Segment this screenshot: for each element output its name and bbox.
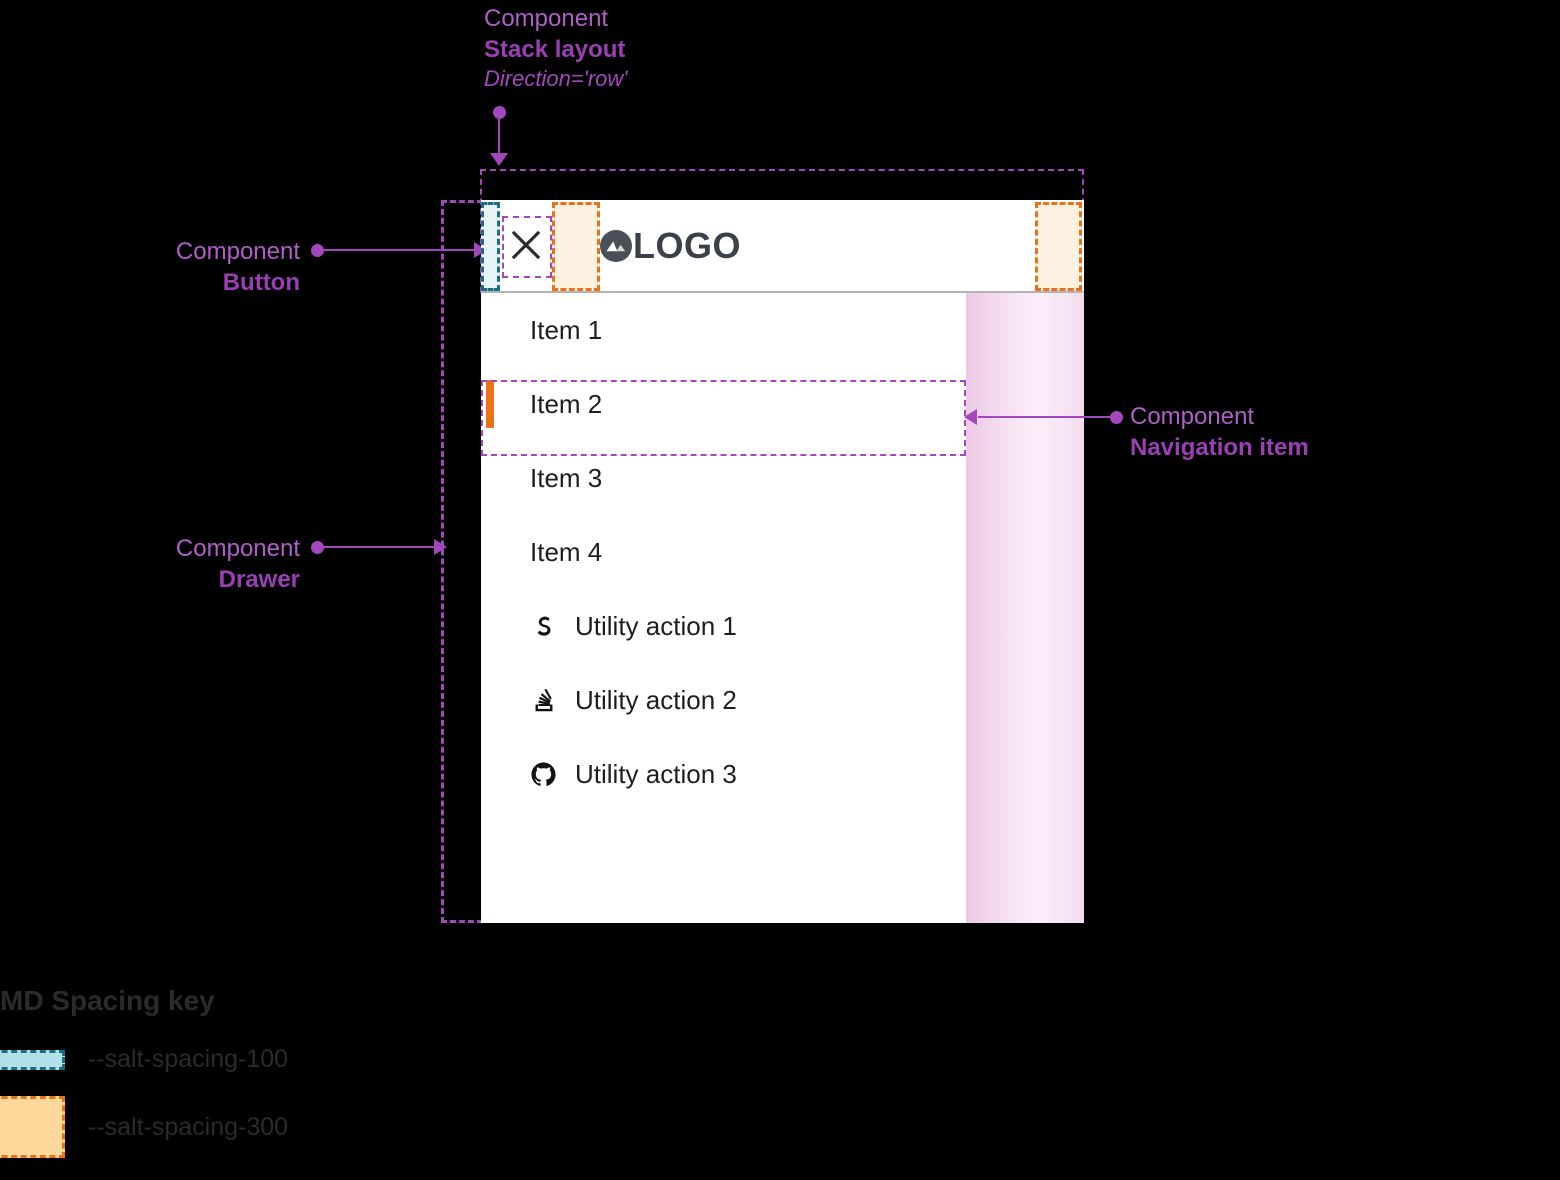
annotation-kind-label: Component <box>1130 403 1255 430</box>
utility-action-label: Utility action 1 <box>575 611 737 641</box>
annotation-name-label: Drawer <box>218 565 300 593</box>
annotation-stack-layout: Component Stack layout Direction='row' <box>484 4 628 94</box>
leader-line-drawer <box>317 546 439 548</box>
legend-swatch-wrap <box>0 1049 85 1070</box>
legend-row-spacing-300: --salt-spacing-300 <box>0 1096 520 1158</box>
leader-line-navigation-item <box>978 416 1112 418</box>
close-icon <box>511 230 541 260</box>
annotation-drawer: Component Drawer <box>0 534 300 595</box>
legend-swatch-wrap <box>0 1096 85 1158</box>
navigation-list: Item 1 Item 2 Item 3 Item 4 Utility acti… <box>481 293 1084 811</box>
leader-arrow-drawer <box>434 539 447 555</box>
utility-action-label: Utility action 3 <box>575 759 737 789</box>
annotation-name-label: Button <box>222 268 300 296</box>
leader-dot-navigation-item <box>1110 411 1123 424</box>
spacing-key-legend: MD Spacing key --salt-spacing-100 --salt… <box>0 985 520 1180</box>
logo: LOGO <box>600 200 741 291</box>
stack-overflow-icon <box>530 687 557 714</box>
annotation-navigation-item: Component Navigation item <box>1130 402 1309 463</box>
annotation-prop-label: Direction='row' <box>484 66 628 92</box>
nav-item-item-1[interactable]: Item 1 <box>481 293 1084 367</box>
legend-token-label: --salt-spacing-100 <box>88 1045 289 1073</box>
active-indicator <box>486 380 494 428</box>
logo-text: LOGO <box>633 224 741 266</box>
utility-action-2[interactable]: Utility action 2 <box>481 663 1084 737</box>
utility-action-label: Utility action 2 <box>575 685 737 715</box>
leader-arrow-navigation-item <box>964 409 977 425</box>
annotation-button: Component Button <box>0 237 300 298</box>
nav-item-label: Item 1 <box>530 315 603 345</box>
legend-swatch-spacing-100 <box>0 1049 65 1070</box>
nav-item-label: Item 3 <box>530 463 603 493</box>
utility-action-3[interactable]: Utility action 3 <box>481 737 1084 811</box>
spacing-100-band-left <box>481 202 500 291</box>
annotation-kind-label: Component <box>175 535 300 562</box>
leader-line-button <box>317 249 479 251</box>
mountain-logo-icon <box>600 229 632 262</box>
spacing-300-band-right <box>1035 202 1082 291</box>
annotation-name-label: Navigation item <box>1130 433 1309 461</box>
leader-line-stack-layout <box>498 112 500 154</box>
nav-item-item-2[interactable]: Item 2 <box>481 367 1084 441</box>
legend-token-label: --salt-spacing-300 <box>88 1112 289 1141</box>
salt-s-icon <box>530 613 557 640</box>
nav-item-label: Item 4 <box>530 537 603 567</box>
legend-title: MD Spacing key <box>0 985 215 1016</box>
close-button[interactable] <box>501 219 551 271</box>
leader-arrow-stack-layout <box>490 153 508 166</box>
annotation-kind-label: Component <box>175 238 300 265</box>
annotation-kind-label: Component <box>484 5 609 32</box>
spacing-300-band-after-button <box>552 202 600 291</box>
nav-item-label: Item 2 <box>530 389 603 419</box>
nav-item-item-3[interactable]: Item 3 <box>481 441 1084 515</box>
nav-item-item-4[interactable]: Item 4 <box>481 515 1084 589</box>
github-icon <box>530 761 557 788</box>
utility-action-1[interactable]: Utility action 1 <box>481 589 1084 663</box>
annotation-name-label: Stack layout <box>484 35 626 63</box>
legend-swatch-spacing-300 <box>0 1096 65 1158</box>
drawer: LOGO Item 1 Item 2 Item 3 Item 4 Utility… <box>481 200 1084 923</box>
legend-row-spacing-100: --salt-spacing-100 <box>0 1045 520 1074</box>
